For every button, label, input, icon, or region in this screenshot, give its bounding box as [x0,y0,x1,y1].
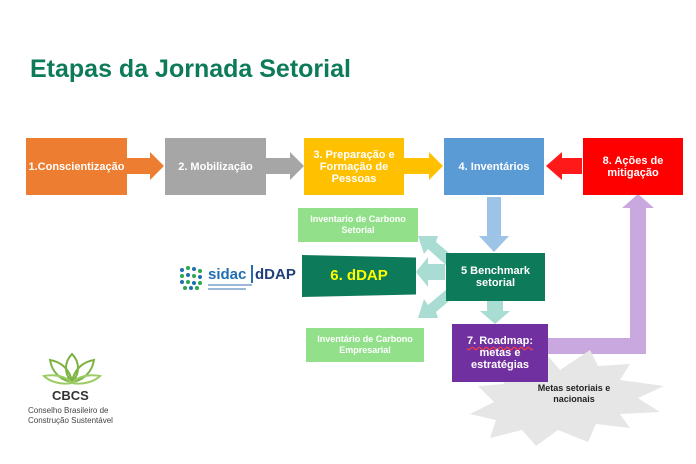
step-5-box: 5 Benchmark setorial [446,253,545,301]
cbcs-logo-line1: Conselho Brasileiro de [28,406,109,415]
sidac-logo-separator [251,265,253,283]
step-4-box: 4. Inventários [444,138,544,195]
metas-label: Metas setoriais e nacionais [537,383,611,404]
step-6-label: 6. dDAP [330,267,388,284]
step-7-label-roadmap: 7. Roadmap: [466,335,533,347]
arrow-1-to-2 [127,152,164,180]
sidac-logo-tagline [208,284,252,286]
sidac-logo-tagline-2 [208,288,246,290]
step-1-box: 1.Conscientização [26,138,127,195]
arrow-8-to-4 [546,152,582,180]
step-6-box: 6. dDAP [302,255,416,297]
lotus-icon [42,352,102,385]
output-inventario-empresarial: Inventário de Carbono Empresarial [306,328,424,362]
step-7-box: 7. Roadmap: metas e estratégias [452,324,548,382]
cbcs-logo-name: CBCS [52,388,89,403]
cbcs-logo: CBCS Conselho Brasileiro de Construção S… [18,352,128,432]
step-8-label: 8. Ações de mitigação [602,154,664,179]
step-2-label: 2. Mobilização [178,160,253,173]
output-inventario-setorial-label: Inventario de Carbono Setorial [310,214,406,235]
sidac-dots-icon [180,266,202,290]
arrow-2-to-3 [266,152,304,180]
step-5-label: 5 Benchmark setorial [460,265,531,289]
arrow-4-to-5 [479,197,509,252]
step-8-box: 8. Ações de mitigação [583,138,683,195]
step-3-box: 3. Preparação e Formação de Pessoas [304,138,404,195]
metas-label-box: Metas setoriais e nacionais [534,372,614,416]
step-7-label-strategies: metas e estratégias [470,347,530,371]
step-3-label: 3. Preparação e Formação de Pessoas [313,148,395,185]
step-4-label: 4. Inventários [458,160,530,173]
cbcs-logo-line2: Construção Sustentável [28,416,113,425]
step-1-label: 1.Conscientização [28,160,125,173]
sidac-logo: sidac dDAP [178,262,296,296]
sidac-logo-suffix: dDAP [255,266,296,283]
arrow-5-to-7 [480,301,510,324]
output-inventario-empresarial-label: Inventário de Carbono Empresarial [317,334,413,355]
step-2-box: 2. Mobilização [165,138,266,195]
arrow-5-to-setorial [418,236,455,266]
sidac-logo-name: sidac [208,266,247,283]
arrow-5-to-ddap [416,257,445,287]
output-inventario-setorial: Inventario de Carbono Setorial [298,208,418,242]
page-title: Etapas da Jornada Setorial [30,55,351,83]
arrow-3-to-4 [404,152,443,180]
arrow-5-to-empresarial [418,289,455,318]
arrow-7-to-8 [548,194,654,354]
